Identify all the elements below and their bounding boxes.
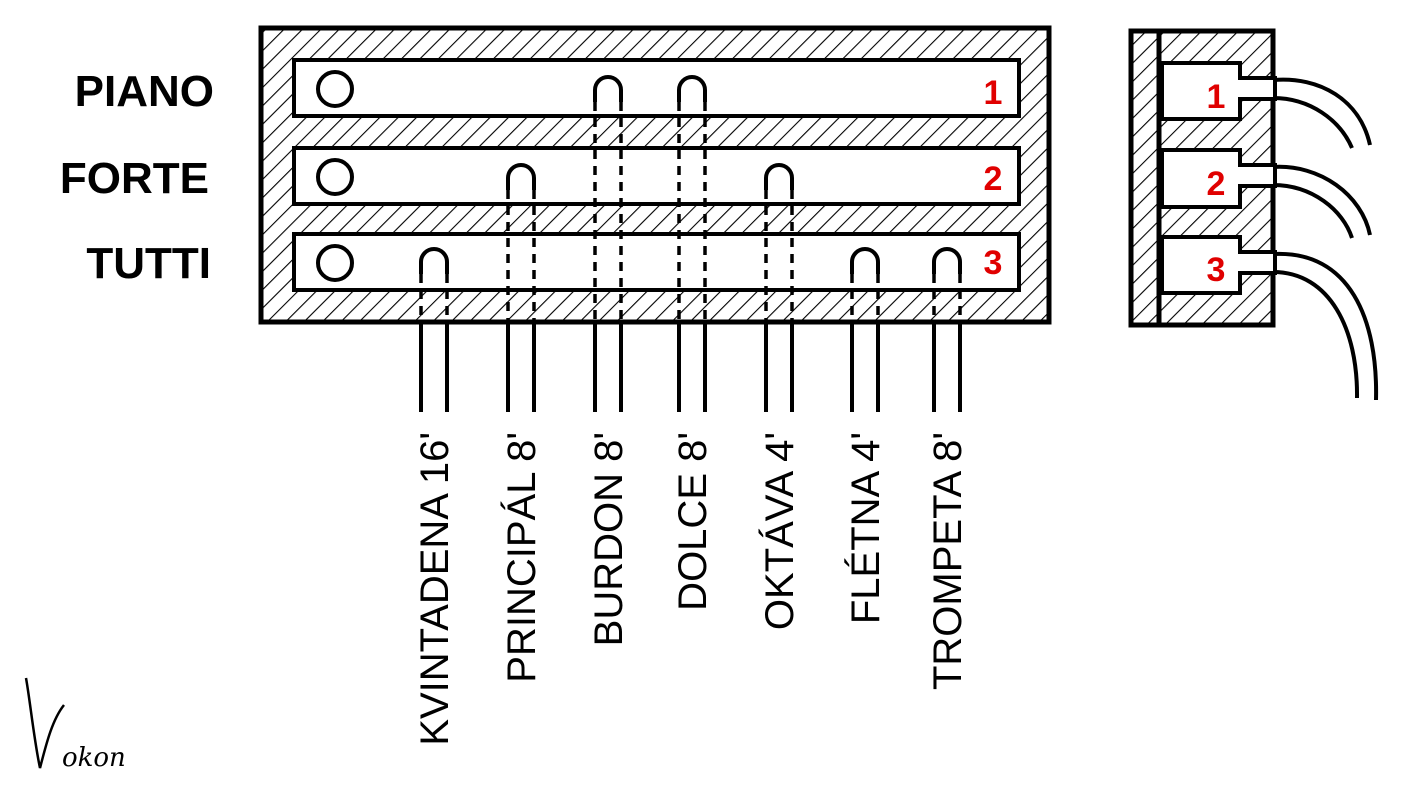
row-valve-1 bbox=[316, 70, 354, 108]
stop-pallet-1 bbox=[419, 247, 449, 274]
side-tube-1-inner bbox=[1272, 96, 1354, 149]
row-number-3: 3 bbox=[984, 244, 1003, 282]
side-tube-3-outer bbox=[1272, 251, 1379, 401]
side-tube-3-inner bbox=[1272, 270, 1360, 399]
signature-text: okon bbox=[62, 743, 126, 773]
stop-pallet-3 bbox=[593, 75, 623, 102]
stop-label-2[interactable]: PRINCIPÁL 8' bbox=[499, 432, 544, 683]
stop-label-1[interactable]: KVINTADENA 16' bbox=[413, 432, 457, 746]
row-channel-1 bbox=[292, 58, 1021, 118]
stop-pipe-2: PRINCIPÁL 8' bbox=[499, 163, 544, 683]
signature: okon bbox=[24, 677, 126, 773]
stop-pallet-2 bbox=[506, 163, 536, 190]
side-view: 1 2 3 bbox=[1128, 28, 1379, 401]
stop-label-4[interactable]: DOLCE 8' bbox=[671, 432, 715, 611]
stop-pipe-1: KVINTADENA 16' bbox=[413, 247, 457, 746]
stop-pipe-7: TROMPETA 8' bbox=[926, 247, 970, 690]
side-number-1: 1 bbox=[1207, 78, 1226, 116]
stop-pallet-6 bbox=[850, 247, 880, 274]
row-channel-3 bbox=[292, 232, 1021, 292]
side-tube-1-outer bbox=[1272, 77, 1372, 146]
stop-label-6[interactable]: FLÉTNA 4' bbox=[843, 432, 888, 624]
combination-label-forte[interactable]: FORTE bbox=[60, 154, 209, 203]
row-channel-2 bbox=[292, 146, 1021, 206]
combination-label-tutti[interactable]: TUTTI bbox=[86, 239, 211, 288]
stop-label-5[interactable]: OKTÁVA 4' bbox=[757, 432, 802, 630]
row-valve-2 bbox=[316, 158, 354, 196]
stop-pallet-4 bbox=[677, 75, 707, 102]
row-number-2: 2 bbox=[984, 160, 1003, 198]
stop-pipes: KVINTADENA 16' PRINCIPÁL 8' BURDON 8' DOLCE… bbox=[413, 75, 970, 746]
signature-flourish bbox=[24, 677, 65, 769]
stop-pipe-3: BURDON 8' bbox=[587, 75, 631, 646]
row-number-1: 1 bbox=[984, 74, 1003, 112]
stop-pipe-6: FLÉTNA 4' bbox=[843, 247, 888, 624]
side-number-2: 2 bbox=[1207, 165, 1226, 203]
stop-pipe-4: DOLCE 8' bbox=[671, 75, 715, 611]
stop-label-7[interactable]: TROMPETA 8' bbox=[926, 432, 970, 690]
stop-pallet-7 bbox=[932, 247, 962, 274]
side-number-3: 3 bbox=[1207, 251, 1226, 289]
stop-label-3[interactable]: BURDON 8' bbox=[587, 432, 631, 646]
side-tube-2-inner bbox=[1272, 183, 1354, 239]
combination-label-piano[interactable]: PIANO bbox=[75, 67, 214, 116]
stop-pallet-5 bbox=[764, 163, 794, 190]
row-valve-3 bbox=[316, 244, 354, 282]
stop-pipe-5: OKTÁVA 4' bbox=[757, 163, 802, 630]
side-tube-2-outer bbox=[1272, 164, 1372, 236]
